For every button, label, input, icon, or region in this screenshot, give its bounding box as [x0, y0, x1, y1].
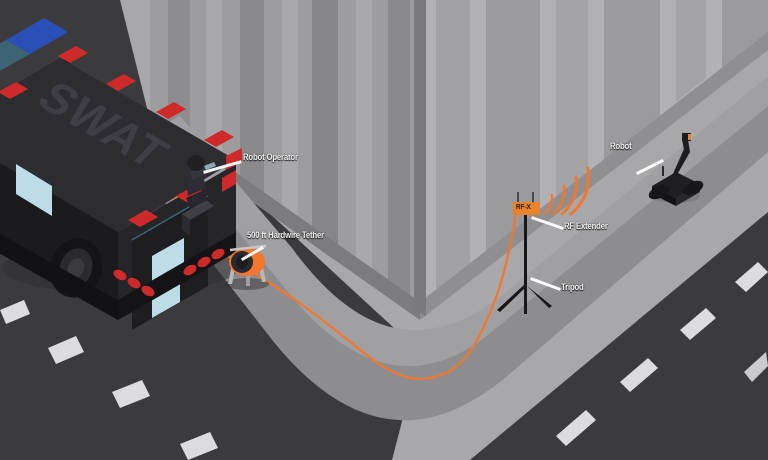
operator-legs — [186, 190, 208, 208]
left-lane-dashes — [0, 300, 218, 460]
right-lane-dashes — [556, 262, 768, 446]
spool-handle — [229, 244, 267, 252]
right-road-fill-3 — [470, 212, 768, 460]
leader-robot — [635, 158, 665, 176]
robot-track-left — [648, 184, 670, 200]
truck-roof — [0, 58, 236, 232]
truck-lightbar-teal — [0, 40, 30, 71]
robot-operator-figure — [182, 155, 216, 236]
truck-lightbar-blue — [6, 18, 68, 54]
truck-side-window-2 — [16, 164, 52, 216]
curb-shadow-band-3 — [132, 106, 768, 421]
truck-rear-window-upper — [152, 238, 184, 284]
sidewalk-mid-band-3 — [150, 76, 768, 387]
operator-controller — [204, 162, 216, 170]
leader-hardwire-tether — [240, 245, 265, 262]
rf-signal-waves — [543, 166, 591, 216]
robot-camera-housing — [682, 133, 691, 141]
operator-console-side — [182, 214, 190, 236]
building-corner-edge — [414, 0, 426, 316]
truck-tail-lights-left — [113, 269, 155, 297]
robot-antenna — [662, 166, 664, 176]
truck-skirt — [0, 233, 118, 320]
eod-robot — [648, 133, 704, 206]
robot-arm-lower — [672, 149, 690, 176]
operator-console — [182, 200, 214, 220]
rf-extender-tag-text: RF-X — [516, 204, 531, 211]
robot-arm-upper — [682, 139, 690, 152]
leader-tripod — [530, 277, 561, 291]
tripod-leg-left — [497, 284, 527, 312]
robot-camera-lens — [688, 134, 691, 140]
tripod-leg-center — [524, 284, 527, 314]
label-leader-lines — [203, 158, 665, 291]
truck-tail-lights — [183, 248, 225, 276]
operator-helmet — [187, 155, 205, 171]
right-lane-dashes-outer — [744, 352, 768, 382]
leader-robot-operator — [203, 160, 242, 174]
leader-rf-extender — [531, 216, 564, 230]
tripod-leg-right — [525, 284, 552, 308]
rf-extender-box — [513, 202, 540, 215]
robot-track-right — [682, 180, 704, 196]
building-right-base-trim — [420, 32, 768, 320]
truck-rear-bumper — [118, 232, 236, 320]
rf-extender-tripod — [497, 166, 591, 314]
